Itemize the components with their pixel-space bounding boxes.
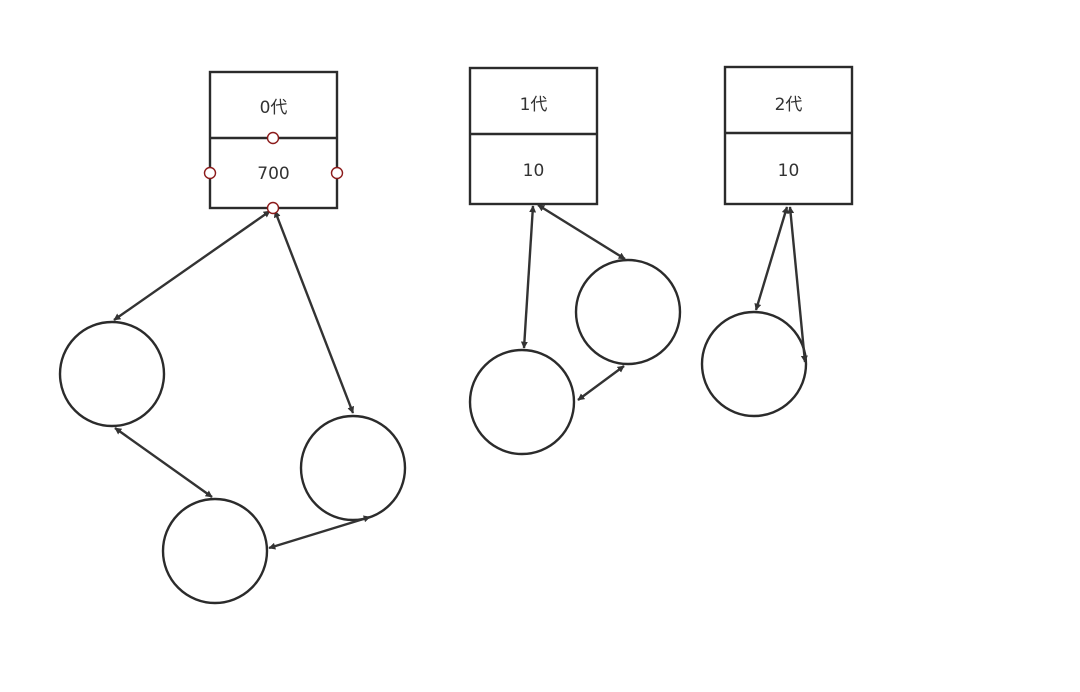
gen2-reference-edge-box-to-a[interactable] (754, 206, 789, 311)
generation-2-box[interactable]: 2代 10 (723, 65, 854, 206)
gen0-reference-edge-box-to-b[interactable] (273, 210, 355, 414)
gen0-object-node-c[interactable] (161, 497, 269, 605)
gen1-reference-edge-b-to-a[interactable] (577, 365, 625, 401)
generation-0-label: 0代 (260, 98, 288, 118)
selection-handle-right[interactable] (330, 166, 344, 180)
generation-2-label: 2代 (775, 95, 803, 115)
gen0-reference-edge-a-to-c[interactable] (114, 427, 213, 498)
generation-1-count: 10 (523, 161, 545, 181)
gen0-object-node-a[interactable] (58, 320, 166, 428)
gen0-reference-edge-box-to-a[interactable] (113, 210, 271, 321)
generation-1-frame (468, 66, 599, 206)
gen1-object-node-b[interactable] (468, 348, 576, 456)
generation-0-count: 700 (257, 164, 289, 184)
selection-handle-bottom[interactable] (266, 201, 280, 215)
gen0-reference-edge-c-to-b[interactable] (268, 515, 371, 550)
gen1-object-node-a[interactable] (574, 258, 682, 366)
gen2-object-node-a[interactable] (700, 310, 808, 418)
gen1-reference-edge-box-to-a[interactable] (537, 203, 626, 261)
selection-handle-left[interactable] (203, 166, 217, 180)
generation-2-frame (723, 65, 854, 206)
gen1-reference-edge-box-to-b[interactable] (520, 205, 537, 349)
generation-1-label: 1代 (520, 95, 548, 115)
generation-2-count: 10 (778, 161, 800, 181)
generation-0-box[interactable]: 0代 700 (208, 70, 339, 210)
gen0-object-node-b[interactable] (299, 414, 407, 522)
generation-1-box[interactable]: 1代 10 (468, 66, 599, 206)
gen2-reference-edge-box-to-a-right[interactable] (787, 206, 808, 363)
selection-handle-top[interactable] (266, 131, 280, 145)
